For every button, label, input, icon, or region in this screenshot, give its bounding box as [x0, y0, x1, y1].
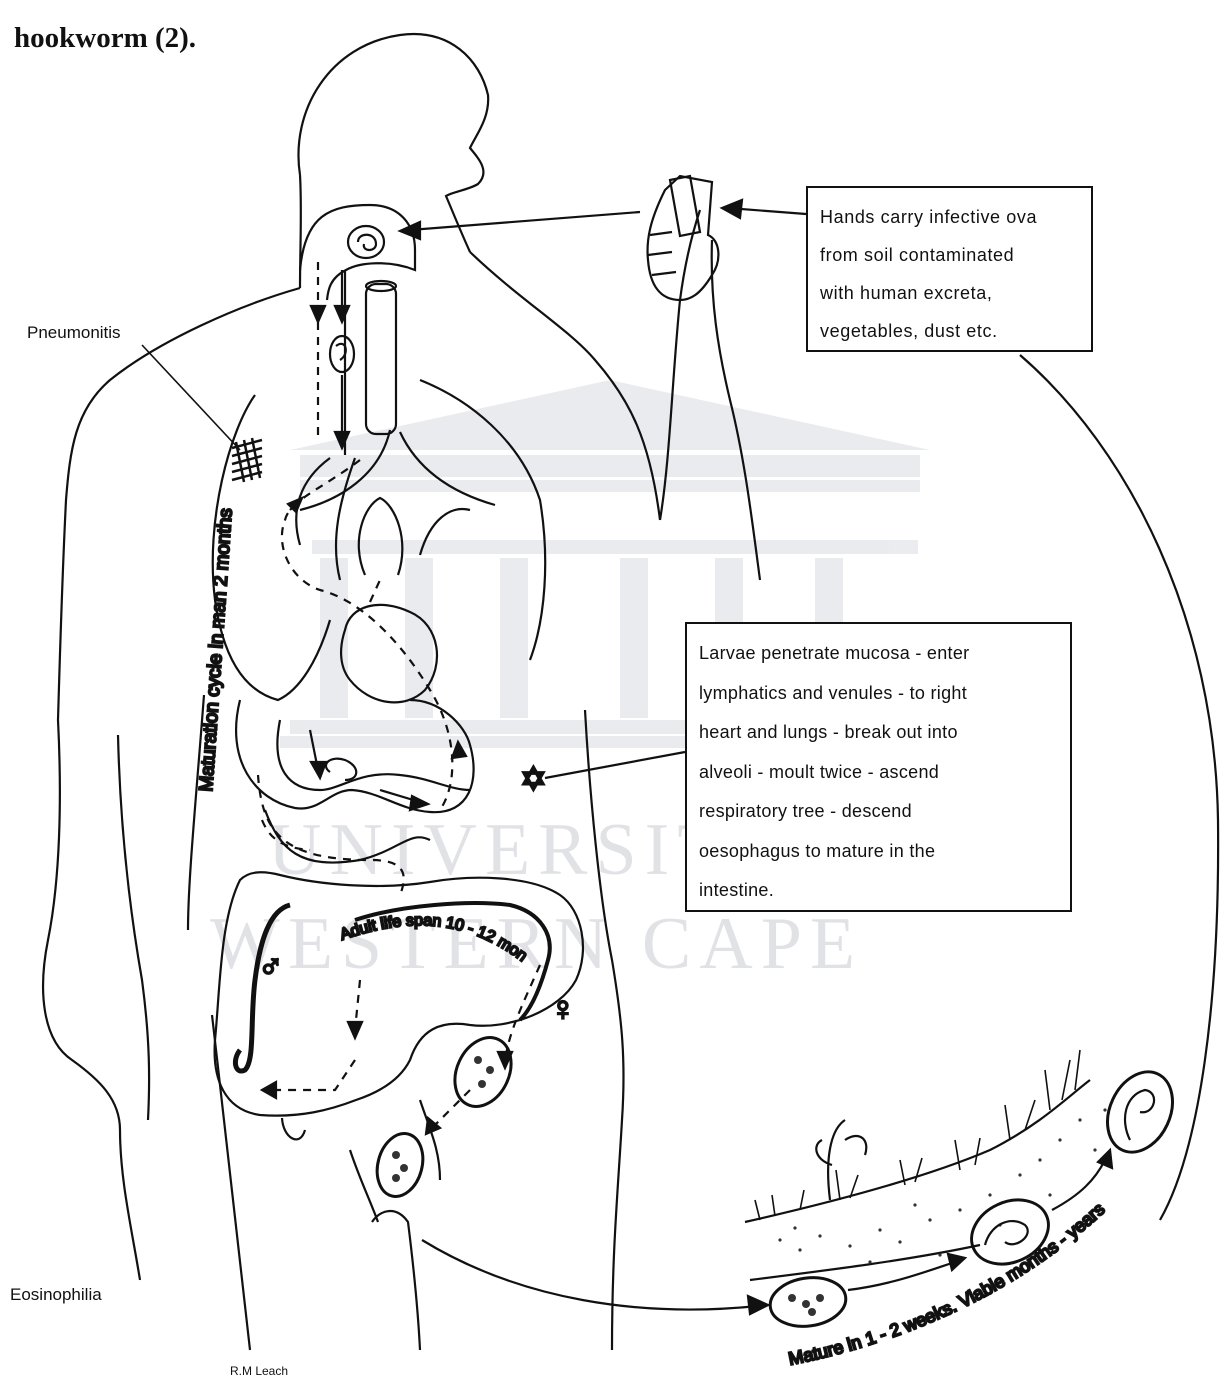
- box-larvae-line: oesophagus to mature in the: [699, 832, 1058, 872]
- box-larvae-line: alveoli - moult twice - ascend: [699, 753, 1058, 793]
- arrow-head-3: [311, 306, 325, 322]
- soil-arrow-1: [848, 1262, 955, 1290]
- stomach-intestine: [236, 700, 474, 812]
- male-symbol: ♂: [258, 948, 284, 986]
- soil-arrow-head-2: [1098, 1150, 1112, 1168]
- soil-grass: [755, 1050, 1080, 1220]
- egg-colon-contents: [392, 1056, 494, 1182]
- star-marker: ✡: [520, 761, 547, 797]
- body-right-side: [585, 710, 624, 1350]
- box-hands-line: with human excreta,: [820, 274, 1079, 312]
- arrow-head-7: [452, 742, 466, 758]
- soil-plant: [816, 1120, 866, 1200]
- mouth-arrow-head: [400, 222, 420, 239]
- torso-right: [470, 252, 660, 520]
- larva-pharynx: [348, 226, 384, 258]
- arrow-head-2: [335, 432, 349, 448]
- eosinophilia-label: Eosinophilia: [10, 1285, 102, 1305]
- pneumonitis-hatch-mark: [232, 438, 262, 482]
- rectum: [350, 1100, 440, 1222]
- arrow-head-1: [335, 306, 349, 322]
- excretion-arrow: [422, 1240, 758, 1310]
- arrow-head-10: [426, 1118, 440, 1134]
- soil-bottom: [750, 1245, 980, 1280]
- box-hands-line: Hands carry infective ova: [820, 198, 1079, 236]
- hand-arrow-head: [722, 200, 742, 218]
- box-larvae-line: heart and lungs - break out into: [699, 713, 1058, 753]
- arrow-head-5: [311, 762, 326, 778]
- torso-left: [58, 288, 300, 720]
- box-larvae-line: intestine.: [699, 871, 1058, 911]
- adult-life-span-label: Adult life span 10 - 12 months: [0, 0, 530, 965]
- soil-egg-1-contents: [788, 1294, 824, 1316]
- migration-dashed-paths: [258, 262, 540, 1130]
- larva-intestine: [326, 759, 356, 780]
- hand-fingers: [648, 232, 676, 275]
- bronchi-right: [400, 432, 495, 505]
- box-hands-line: from soil contaminated: [820, 236, 1079, 274]
- larvae-migration-box: Larvae penetrate mucosa - enter lymphati…: [685, 622, 1072, 912]
- artist-signature: R.M Leach: [230, 1364, 288, 1378]
- soil-egg-3-larva: [1125, 1090, 1154, 1140]
- box-hands-line: vegetables, dust etc.: [820, 312, 1079, 350]
- larva-pharynx-coil: [358, 235, 376, 250]
- head-outline: [298, 34, 488, 252]
- arrow-head-8: [262, 1082, 276, 1098]
- arrow-head-6: [410, 796, 428, 810]
- mouth-arrow: [410, 212, 640, 230]
- arm-left: [43, 720, 140, 1280]
- arm-right-inner: [660, 210, 700, 520]
- box-larvae-line: respiratory tree - descend: [699, 792, 1058, 832]
- neck-left: [300, 175, 301, 288]
- appendix: [282, 1118, 305, 1139]
- arm-left-inner: [118, 735, 149, 1120]
- egg-colon-2: [370, 1128, 429, 1201]
- pneumonitis-leader-line: [142, 345, 240, 450]
- pneumonitis-label: Pneumonitis: [27, 323, 121, 343]
- trachea: [296, 270, 355, 580]
- excretion-arrow-head: [748, 1296, 768, 1314]
- box-larvae-line: Larvae penetrate mucosa - enter: [699, 634, 1058, 674]
- larva-oesophagus: [330, 336, 354, 372]
- male-adult-worm: [235, 905, 290, 1071]
- heart: [341, 605, 437, 702]
- crotch: [372, 1211, 420, 1350]
- female-symbol: ♀: [550, 990, 576, 1028]
- pharynx: [300, 205, 415, 300]
- soil-surface: [745, 1080, 1090, 1222]
- oesophagus: [366, 284, 396, 434]
- bronchi-inner: [359, 498, 470, 575]
- soil-arrow-head-1: [948, 1254, 965, 1270]
- arm-right-outer: [712, 240, 760, 580]
- hands-infective-ova-box: Hands carry infective ova from soil cont…: [806, 186, 1093, 352]
- maturation-cycle-label: Maturation cycle in man 2 months: [196, 507, 237, 792]
- leg-left: [212, 1015, 250, 1350]
- star-to-box-connector: [545, 752, 685, 778]
- arrow-head-11: [348, 1022, 362, 1038]
- box-larvae-line: lymphatics and venules - to right: [699, 674, 1058, 714]
- soil-egg-2-larva: [985, 1221, 1028, 1245]
- small-intestine-loops: [265, 720, 470, 863]
